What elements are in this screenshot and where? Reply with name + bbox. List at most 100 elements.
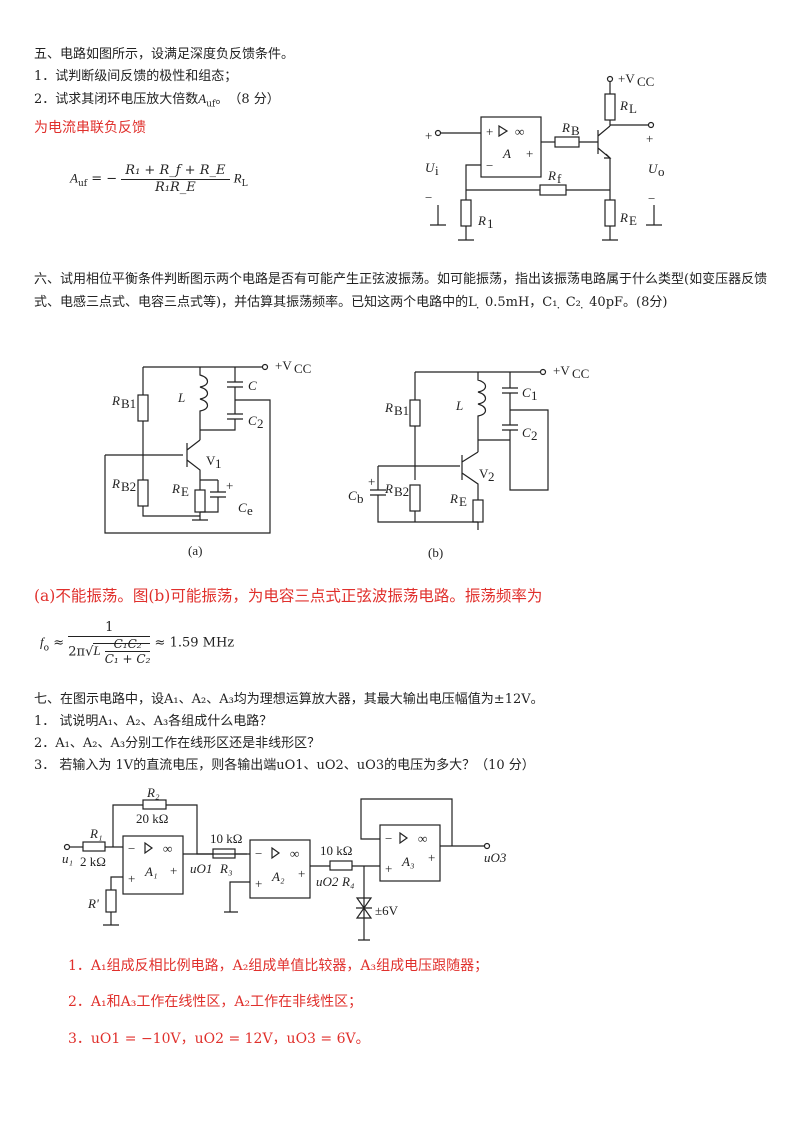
q7-answer-3: 3．uO1 = −10V，uO2 = 12V，uO3 = 6V。 xyxy=(68,1031,370,1047)
q6-answer: (a)不能振荡。图(b)可能振荡，为电容三点式正弦波振荡电路。振荡频率为 xyxy=(34,587,543,605)
svg-text:E: E xyxy=(629,213,637,228)
svg-text:b: b xyxy=(357,491,364,506)
svg-text:+V: +V xyxy=(553,363,570,378)
svg-text:+: + xyxy=(298,866,305,881)
svg-text:R: R xyxy=(111,476,120,491)
svg-text:−: − xyxy=(128,841,135,856)
svg-text:R': R' xyxy=(87,896,99,911)
svg-text:C: C xyxy=(522,425,531,440)
svg-text:R: R xyxy=(384,400,393,415)
q7-item-3: 3． 若输入为 1V的直流电压，则各输出端uO1、uO2、uO3的电压为多大？（… xyxy=(34,758,535,773)
svg-text:CC: CC xyxy=(637,74,654,89)
svg-text:R₃: R₃ xyxy=(219,861,232,876)
svg-text:u₁: u₁ xyxy=(62,851,73,866)
svg-text:20 kΩ: 20 kΩ xyxy=(136,811,168,826)
svg-text:∞: ∞ xyxy=(418,831,427,846)
svg-text:2: 2 xyxy=(531,428,538,443)
svg-text:C: C xyxy=(248,413,257,428)
svg-text:CC: CC xyxy=(572,366,589,381)
svg-text:A₁: A₁ xyxy=(144,864,157,879)
svg-text:R: R xyxy=(547,168,556,183)
svg-text:B1: B1 xyxy=(394,403,409,418)
svg-text:CC: CC xyxy=(294,361,311,376)
q6-question: 六、试用相位平衡条件判断图示两个电路是否有可能产生正弦波振荡。如可能振荡，指出该… xyxy=(34,272,768,310)
svg-text:R: R xyxy=(477,213,486,228)
svg-text:R₄: R₄ xyxy=(341,874,355,889)
svg-text:A₂: A₂ xyxy=(271,869,285,884)
svg-text:+: + xyxy=(385,861,392,876)
svg-text:f: f xyxy=(557,171,562,186)
svg-text:R: R xyxy=(561,120,570,135)
svg-text:C: C xyxy=(522,385,531,400)
svg-text:R: R xyxy=(619,210,628,225)
svg-text:L: L xyxy=(177,390,185,405)
svg-text:i: i xyxy=(435,163,439,178)
svg-text:+: + xyxy=(226,478,233,493)
svg-text:B1: B1 xyxy=(121,396,136,411)
q5-title: 五、电路如图所示，设满足深度负反馈条件。 xyxy=(34,47,295,62)
svg-text:U: U xyxy=(425,160,436,175)
resistor-re xyxy=(604,199,616,227)
svg-text:+: + xyxy=(368,474,375,489)
svg-text:C: C xyxy=(248,378,257,393)
svg-text:+: + xyxy=(646,131,653,146)
svg-text:−: − xyxy=(425,190,432,205)
svg-text:o: o xyxy=(658,164,665,179)
svg-text:1: 1 xyxy=(531,388,538,403)
svg-text:uO3: uO3 xyxy=(484,850,507,865)
svg-text:L: L xyxy=(455,398,463,413)
q5-answer: 为电流串联负反馈 xyxy=(34,120,146,136)
resistor-rl xyxy=(604,93,616,121)
caption-b: (b) xyxy=(428,545,443,560)
q7-answer-2: 2．A₁和A₃工作在线性区，A₂工作在非线性区； xyxy=(68,994,363,1010)
svg-text:E: E xyxy=(181,484,189,499)
svg-text:2: 2 xyxy=(488,469,495,484)
resistor-rf xyxy=(539,184,567,196)
q5-item-1: 1．试判断级间反馈的极性和组态； xyxy=(34,69,238,84)
svg-text:∞: ∞ xyxy=(515,124,524,139)
vcc-label: +V xyxy=(618,71,635,86)
svg-text:B: B xyxy=(571,123,580,138)
svg-text:−: − xyxy=(255,846,262,861)
svg-text:A: A xyxy=(502,146,511,161)
svg-text:C: C xyxy=(238,500,247,515)
svg-text:e: e xyxy=(247,503,253,518)
svg-text:2: 2 xyxy=(257,416,264,431)
q5-item-2: 2．试求其闭环电压放大倍数Auf。 （8 分） xyxy=(34,91,280,110)
svg-text:+: + xyxy=(128,871,135,886)
caption-a: (a) xyxy=(188,543,202,558)
svg-text:10 kΩ: 10 kΩ xyxy=(320,843,352,858)
svg-text:L: L xyxy=(629,101,637,116)
resistor-r1 xyxy=(460,199,472,227)
svg-text:10 kΩ: 10 kΩ xyxy=(210,831,242,846)
opamp-a xyxy=(480,116,542,178)
resistor-rb xyxy=(554,136,580,148)
q7-answer-1: 1．A₁组成反相比例电路，A₂组成单值比较器，A₃组成电压跟随器； xyxy=(68,958,489,974)
svg-text:R: R xyxy=(619,98,628,113)
q7-item-1: 1． 试说明A₁、A₂、A₃各组成什么电路？ xyxy=(34,714,273,729)
svg-text:+: + xyxy=(170,863,177,878)
svg-text:uO1: uO1 xyxy=(190,861,212,876)
q7-opamp-circuit: u₁ R₁ 2 kΩ R₂ 20 kΩ −+ + ∞ A₁ R' uO1 10 … xyxy=(62,785,507,941)
q7-title: 七、在图示电路中，设A₁、A₂、A₃均为理想运算放大器，其最大输出电压幅值为±1… xyxy=(34,692,544,707)
svg-text:+: + xyxy=(255,876,262,891)
svg-text:V: V xyxy=(479,466,489,481)
svg-text:±6V: ±6V xyxy=(375,903,399,918)
svg-text:R₁: R₁ xyxy=(89,826,102,841)
svg-text:B2: B2 xyxy=(121,479,136,494)
svg-text:U: U xyxy=(648,161,659,176)
svg-text:R: R xyxy=(449,491,458,506)
svg-text:+: + xyxy=(425,128,432,143)
svg-text:+: + xyxy=(428,850,435,865)
svg-text:−: − xyxy=(385,831,392,846)
svg-text:2 kΩ: 2 kΩ xyxy=(80,854,106,869)
svg-text:B2: B2 xyxy=(394,484,409,499)
svg-text:A₃: A₃ xyxy=(401,854,414,869)
svg-text:C: C xyxy=(348,488,357,503)
q7-item-2: 2．A₁、A₂、A₃分别工作在线形区还是非线形区？ xyxy=(34,736,321,751)
